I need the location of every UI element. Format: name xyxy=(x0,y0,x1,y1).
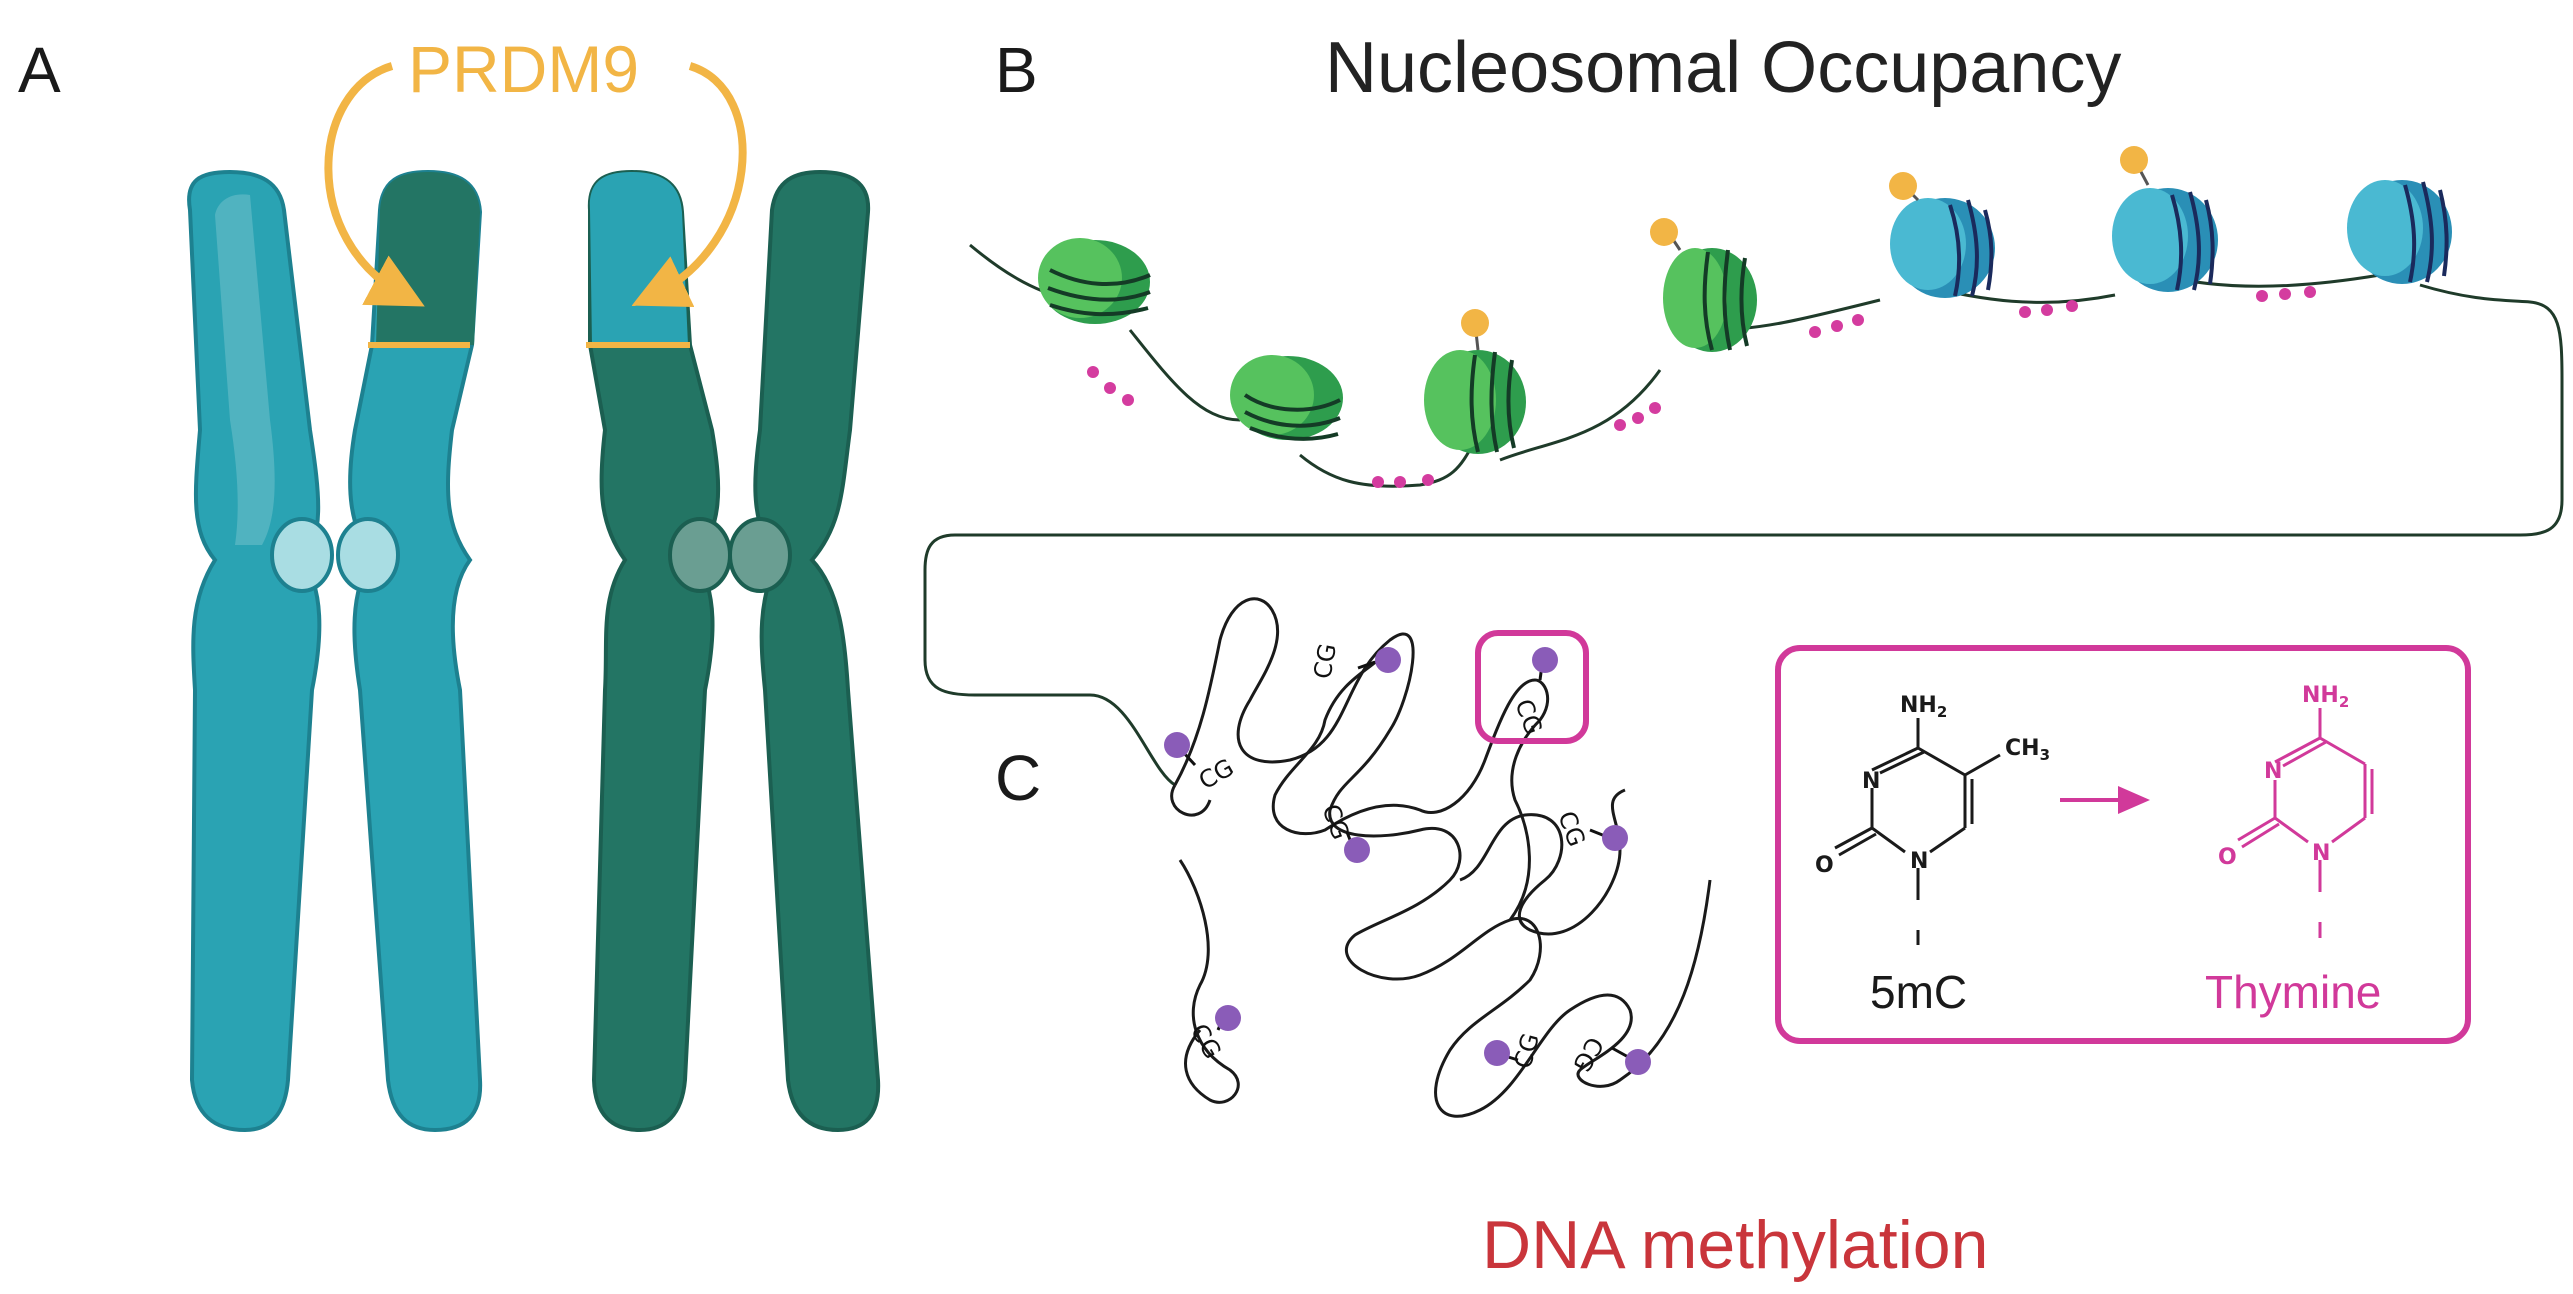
thymine-o: O xyxy=(2218,845,2237,870)
nucleosome xyxy=(1650,218,1757,352)
5mc-n1: N xyxy=(1910,849,1928,874)
5mc-nh2: NH2 xyxy=(1900,693,1947,721)
5mc-label: 5mC xyxy=(1870,966,1967,1018)
prdm9-arrow-right xyxy=(631,62,747,307)
cg-highlight-box xyxy=(1475,630,1589,744)
svg-text:CG: CG xyxy=(1509,1030,1545,1071)
methyl-group xyxy=(1215,1005,1241,1031)
structure-5mc xyxy=(1834,718,2001,945)
chromosome-pair-teal xyxy=(187,169,483,1133)
nucleosome xyxy=(1230,355,1343,441)
prdm9-label: PRDM9 xyxy=(408,32,639,106)
dna-coil xyxy=(1173,597,1712,1118)
cg-site: CG xyxy=(1552,807,1628,851)
methyl-group xyxy=(1484,1040,1510,1066)
panel-c-title: DNA methylation xyxy=(1482,1207,1988,1283)
centromere xyxy=(336,517,400,593)
cg-site: CG xyxy=(1484,1030,1545,1072)
panel-b-title: Nucleosomal Occupancy xyxy=(1325,28,2121,108)
5mc-ch3: CH3 xyxy=(2005,736,2050,764)
thymine-label: Thymine xyxy=(2205,966,2381,1018)
svg-text:CG: CG xyxy=(1194,753,1239,795)
panel-b-label: B xyxy=(995,34,1038,106)
panel-c-label: C xyxy=(995,742,1041,814)
nucleosome xyxy=(1424,309,1526,454)
prdm9-arrow-left xyxy=(324,62,425,307)
methyl-group xyxy=(1602,825,1628,851)
chromatid-dark-1-top xyxy=(589,172,688,345)
chromatid-teal-2-top xyxy=(376,172,480,345)
thymine-n3: N xyxy=(2264,759,2282,784)
dna-coil-3 xyxy=(1170,784,1626,1104)
thymine-n1: N xyxy=(2312,841,2330,866)
chromatid-dark-2 xyxy=(753,169,881,1133)
svg-text:CG: CG xyxy=(1552,807,1590,850)
svg-text:CG: CG xyxy=(1308,641,1342,681)
chromatid-teal-1 xyxy=(187,169,322,1133)
dna-coil-2 xyxy=(1271,648,1550,921)
centromere xyxy=(668,517,732,593)
nucleosome xyxy=(2112,146,2218,292)
histone-mark xyxy=(2120,146,2148,174)
methyl-group xyxy=(1344,837,1370,863)
linker-dots xyxy=(1087,286,2316,488)
cg-site: CG xyxy=(1509,647,1558,738)
nucleosome xyxy=(1889,172,1995,298)
histone-mark xyxy=(1650,218,1678,246)
centromere xyxy=(728,517,792,593)
cg-site: CG xyxy=(1308,641,1401,681)
svg-text:CG: CG xyxy=(1509,695,1547,738)
histone-mark xyxy=(1889,172,1917,200)
methyl-group xyxy=(1532,647,1558,673)
svg-text:CG: CG xyxy=(1567,1032,1609,1077)
dna-strand xyxy=(923,243,2564,787)
histone-mark xyxy=(1461,309,1489,337)
centromere xyxy=(270,517,334,593)
panel-a-label: A xyxy=(18,34,61,106)
methyl-group xyxy=(1164,732,1190,758)
structure-thymine xyxy=(2237,708,2374,938)
reaction-box xyxy=(1775,645,2471,1044)
nucleosome xyxy=(1038,238,1151,324)
methyl-group xyxy=(1625,1049,1651,1075)
5mc-n3: N xyxy=(1862,769,1880,794)
nucleosome xyxy=(2347,180,2452,284)
methyl-group xyxy=(1375,647,1401,673)
thymine-nh2: NH2 xyxy=(2302,683,2349,711)
5mc-o: O xyxy=(1815,853,1834,878)
reaction-arrow-head xyxy=(2118,786,2150,814)
chromosome-pair-dark xyxy=(586,169,881,1133)
